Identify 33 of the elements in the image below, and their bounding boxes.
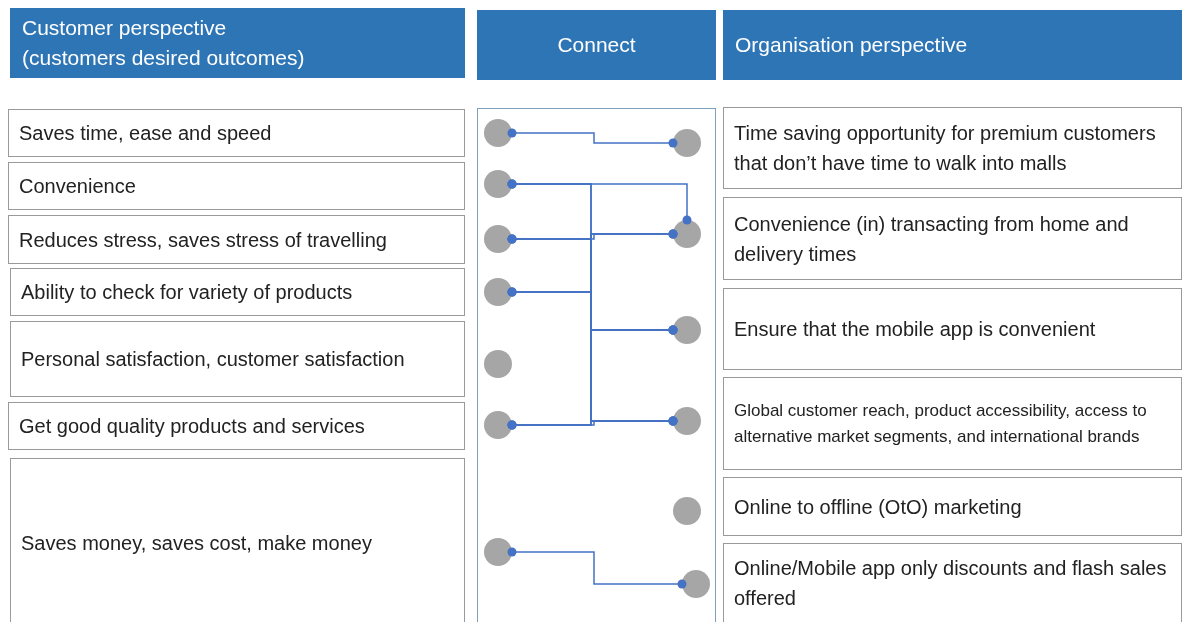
column-header: Organisation perspective <box>723 10 1182 80</box>
text-box: Ensure that the mobile app is convenient <box>723 288 1182 370</box>
text-box: Get good quality products and services <box>8 402 465 450</box>
connect-panel <box>477 108 716 622</box>
circle <box>682 570 710 598</box>
connector-line <box>507 128 678 148</box>
text-box: Online to offline (OtO) marketing <box>723 477 1182 536</box>
text-box: Online/Mobile app only discounts and flash sales offered <box>723 543 1182 622</box>
circle <box>673 220 701 248</box>
text-box: Ability to check for variety of products <box>10 268 465 316</box>
text-box: Time saving opportunity for premium customers that don’t have time to walk into malls <box>723 107 1182 189</box>
circle <box>673 407 701 435</box>
circle <box>673 129 701 157</box>
circle <box>484 225 512 253</box>
column-header: Customer perspective (customers desired outcomes) <box>10 8 465 78</box>
circle <box>484 411 512 439</box>
column-header: Connect <box>477 10 716 80</box>
circle <box>484 170 512 198</box>
circle <box>484 278 512 306</box>
circle <box>484 350 512 378</box>
text-box: Reduces stress, saves stress of travelling <box>8 215 465 264</box>
text-box: Convenience (in) transacting from home and delivery times <box>723 197 1182 280</box>
connector-line <box>507 416 678 430</box>
circle <box>484 538 512 566</box>
circle <box>484 119 512 147</box>
circle <box>673 497 701 525</box>
text-box: Personal satisfaction, customer satisfaction <box>10 321 465 397</box>
text-box: Global customer reach, product accessibility, access to alternative market segments, and international brands <box>723 377 1182 470</box>
text-box: Saves money, saves cost, make money <box>10 458 465 622</box>
connector-line <box>507 547 687 589</box>
text-box: Saves time, ease and speed <box>8 109 465 157</box>
circle <box>673 316 701 344</box>
text-box: Convenience <box>8 162 465 210</box>
